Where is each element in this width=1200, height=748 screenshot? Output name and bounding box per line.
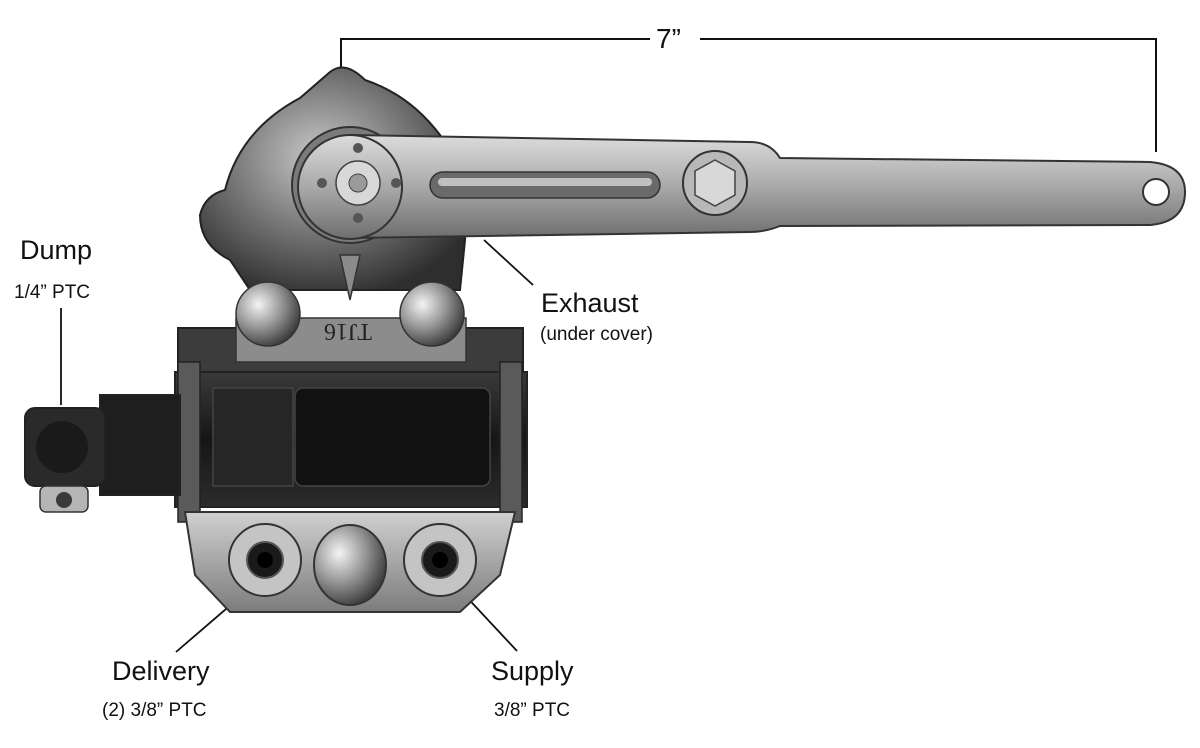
dump-title: Dump [20, 235, 93, 265]
dump-fitting [24, 394, 181, 513]
center-plug [313, 524, 387, 606]
exhaust-title: Exhaust [541, 288, 639, 318]
pointer [339, 254, 361, 301]
supply-title: Supply [491, 656, 574, 686]
right-ball [399, 281, 465, 347]
dimension-bracket [340, 38, 1157, 152]
port-block [183, 511, 517, 613]
body-marking: TJ16 [324, 318, 372, 344]
arm-slot-highlight [438, 178, 652, 186]
exhaust-leader [483, 239, 534, 286]
lever-arm [297, 133, 1187, 301]
exhaust-detail: (under cover) [540, 324, 653, 345]
dump-detail: 1/4” PTC [14, 282, 91, 303]
valve-body: TJ16 [174, 281, 528, 523]
delivery-detail: (2) 3/8” PTC [102, 700, 207, 721]
delivery-title: Delivery [112, 656, 210, 686]
left-ball [235, 281, 301, 347]
mounting-hole [1142, 178, 1170, 206]
supply-detail: 3/8” PTC [494, 700, 571, 721]
dimension-label: 7” [650, 25, 687, 53]
